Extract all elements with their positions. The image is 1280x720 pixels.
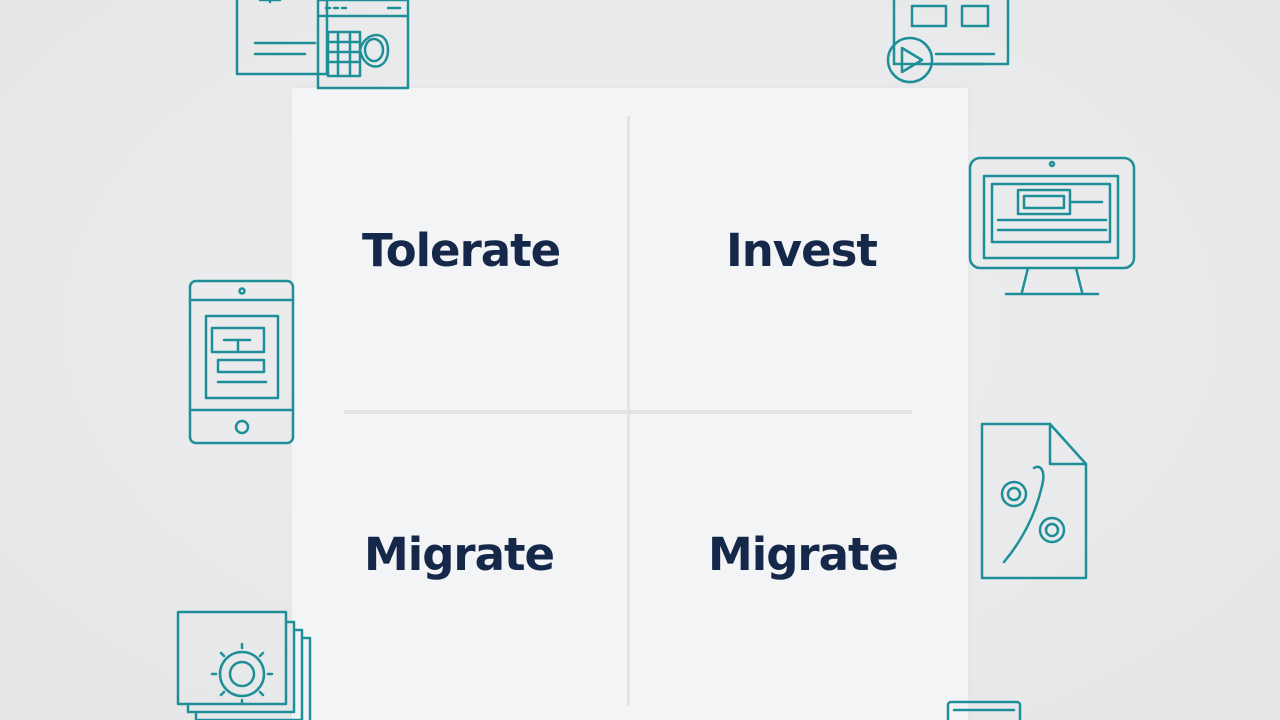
percent-document-icon — [980, 422, 1088, 580]
quadrant-top-left-label: Tolerate — [362, 224, 561, 277]
tablet-icon — [188, 279, 295, 445]
gear-documents-icon — [176, 610, 312, 720]
quadrant-top-right-label: Invest — [726, 224, 878, 277]
quadrant-bottom-right-label: Migrate — [708, 528, 899, 581]
video-document-icon — [886, 0, 1010, 84]
desktop-monitor-icon — [968, 156, 1136, 296]
laptop-icon — [946, 700, 1022, 720]
horizontal-divider — [344, 410, 912, 414]
quadrant-matrix: Tolerate Invest Migrate Migrate — [292, 88, 968, 720]
browser-windows-icon — [235, 0, 410, 90]
quadrant-bottom-left-label: Migrate — [364, 528, 555, 581]
